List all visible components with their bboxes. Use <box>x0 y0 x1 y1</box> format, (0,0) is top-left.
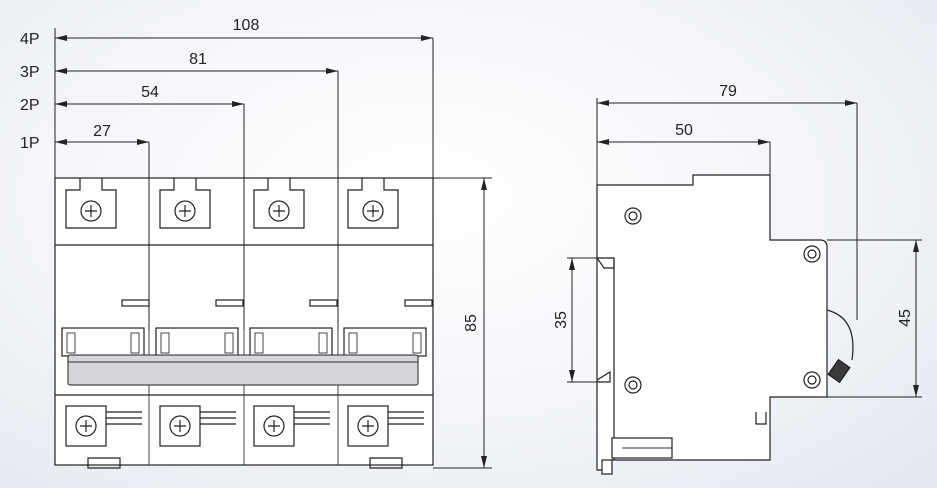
terminal-screw-icon <box>347 405 424 447</box>
pole-label-4p: 4P <box>20 31 40 48</box>
terminal-screw-icon <box>253 178 305 229</box>
terminal-screw-icon <box>159 178 211 229</box>
side-view <box>595 174 854 475</box>
din-clips <box>87 457 403 469</box>
dim-width-4p: 108 <box>233 17 260 34</box>
pole-label-1p: 1P <box>20 135 40 152</box>
dim-width-3p: 81 <box>189 51 207 68</box>
terminal-screw-icon <box>253 405 330 447</box>
side-depth-dimensions: 79 50 <box>596 83 858 320</box>
pole-label-2p: 2P <box>20 97 40 114</box>
terminal-screw-icon <box>65 178 117 229</box>
terminal-screw-icon <box>159 405 236 447</box>
dim-rail-35: 35 <box>553 311 570 329</box>
terminal-screw-icon <box>347 178 399 229</box>
dim-height-85: 85 <box>463 314 480 332</box>
bottom-terminals <box>65 405 424 447</box>
rivets <box>624 207 821 394</box>
pole-label-3p: 3P <box>20 64 40 81</box>
top-terminals <box>65 178 399 229</box>
dim-depth-50: 50 <box>675 122 693 139</box>
dim-front-45: 45 <box>897 309 914 327</box>
operating-handle <box>61 327 427 386</box>
front-width-dimensions: 4P 3P 2P 1P 108 81 54 27 <box>20 17 434 330</box>
front-height-dimension: 85 <box>433 177 492 469</box>
breaker-body-side <box>596 174 828 471</box>
dim-width-2p: 54 <box>141 84 159 101</box>
handle-arc <box>826 309 854 361</box>
front-face-dimension: 45 <box>827 239 922 398</box>
rail-dimension: 35 <box>553 257 604 383</box>
terminal-screw-icon <box>65 405 142 447</box>
dim-width-1p: 27 <box>93 123 111 140</box>
dim-depth-79: 79 <box>719 83 737 100</box>
handle-lever <box>827 358 851 384</box>
indicator-tabs <box>121 299 433 307</box>
